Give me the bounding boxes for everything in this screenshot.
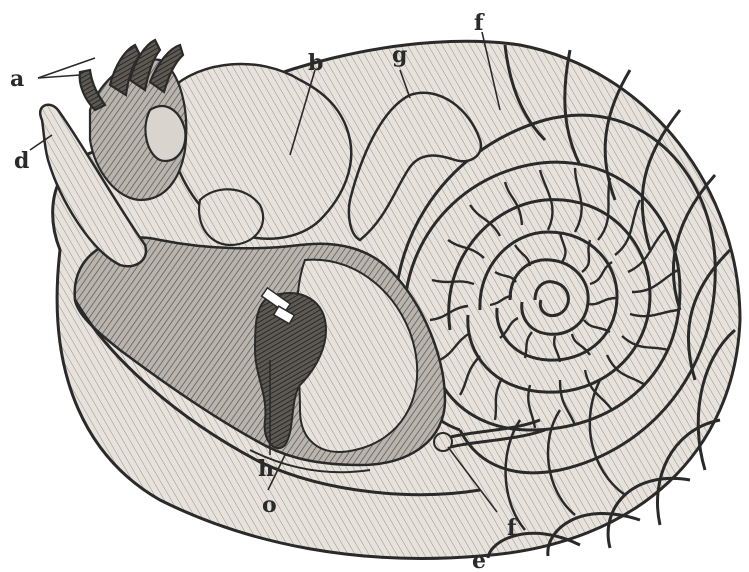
label-f-septum-top: f	[474, 10, 485, 36]
label-d-funnel: d	[14, 148, 29, 174]
label-g-dorsal-fold: g	[392, 42, 407, 68]
label-a-tentacles: a	[10, 66, 24, 92]
label-e-chamber: e	[472, 548, 486, 572]
label-f-septum-bottom: f	[507, 515, 518, 541]
label-h-siphuncle: h	[258, 456, 274, 482]
label-b-hood: b	[308, 50, 323, 76]
label-o: o	[262, 492, 277, 518]
